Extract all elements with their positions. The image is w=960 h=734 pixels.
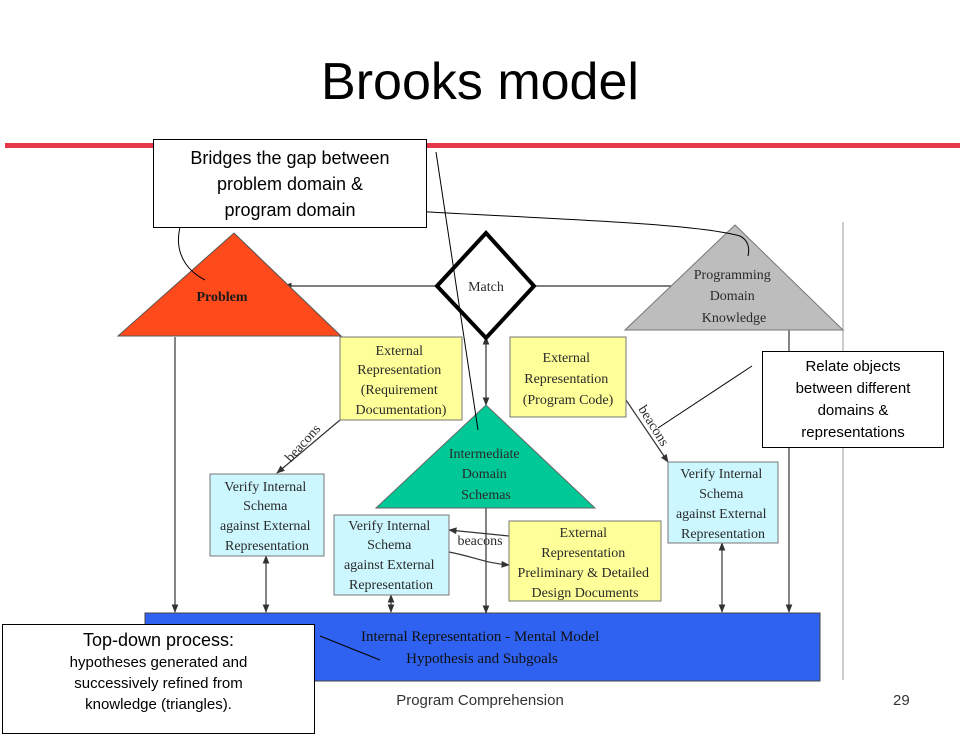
verify-mid-line: Representation (349, 578, 433, 593)
beacons-label-right: beacons (635, 403, 672, 449)
ext-design-line: Representation (541, 546, 625, 561)
footer-text: Program Comprehension (396, 692, 564, 709)
callout-bridges-line: problem domain & (216, 174, 364, 194)
ext-requirement-line: External (376, 344, 424, 359)
svg-text:External Representation: External Representation (Program Code) (523, 351, 614, 408)
svg-text:External Representation: External Representation Preliminary & De… (518, 526, 653, 601)
callout-topdown-heading: Top-down process: (82, 630, 235, 650)
verify-left-line: Schema (243, 499, 288, 514)
intermediate-line: Intermediate (449, 447, 520, 462)
programming-domain-line: Programming (694, 268, 771, 283)
ext-design-box (508, 520, 662, 602)
ext-code-line: (Program Code) (523, 393, 614, 408)
callout-relate-line: domains & (817, 402, 889, 419)
callout-relate-line: Relate objects (805, 358, 901, 375)
page-number: 29 (893, 692, 910, 709)
verify-left-box (209, 473, 325, 557)
verify-right-line: Schema (699, 487, 744, 502)
svg-text:Verify Internal Schema: Verify Internal Schema against External … (220, 480, 314, 554)
callout-relate-objects: Relate objects between different domains… (762, 351, 944, 448)
callout-topdown-line: knowledge (triangles). (85, 696, 232, 713)
ext-requirement-line: Representation (357, 363, 441, 378)
svg-text:External Representation: External Representation (Requirement Doc… (356, 344, 447, 418)
callout-top-down: Top-down process: hypotheses generated a… (2, 624, 315, 734)
intermediate-line: Schemas (461, 488, 511, 503)
slide-title: Brooks model (321, 53, 639, 111)
callout-topdown-line: successively refined from (74, 675, 243, 692)
problem-triangle (116, 232, 343, 337)
callout-leaders (177, 151, 753, 661)
verify-mid-line: Verify Internal (348, 519, 430, 534)
callout-relate-line: representations (801, 424, 905, 441)
svg-text:Verify Internal Schema: Verify Internal Schema against External … (676, 467, 770, 542)
ext-design-line: Design Documents (532, 586, 639, 601)
callout-bridges-gap: Bridges the gap between problem domain &… (153, 139, 427, 228)
svg-text:Verify Internal Schema: Verify Internal Schema against External … (344, 519, 438, 593)
intermediate-triangle (374, 404, 597, 509)
verify-mid-line: against External (344, 558, 435, 573)
verify-left-line: Representation (225, 539, 309, 554)
verify-mid-box (333, 514, 450, 596)
programming-domain-triangle (623, 224, 845, 331)
programming-domain-line: Knowledge (702, 311, 767, 326)
callout-topdown-line: hypotheses generated and (69, 654, 248, 671)
ext-code-line: External (543, 351, 591, 366)
mental-model-line: Internal Representation - Mental Model (361, 629, 599, 645)
problem-label: Problem (196, 290, 247, 305)
intermediate-line: Domain (462, 467, 507, 482)
verify-left-line: against External (220, 519, 311, 534)
ext-requirement-line: (Requirement (361, 383, 438, 398)
verify-mid-line: Schema (367, 538, 412, 553)
callout-bridges-line: Bridges the gap between (190, 148, 390, 168)
verify-left-line: Verify Internal (224, 480, 306, 495)
title-rule (5, 143, 960, 148)
callout-bridges-line: program domain (224, 200, 356, 220)
svg-text:Intermediate Domain Sc: Intermediate Domain Schemas (449, 447, 523, 503)
programming-domain-line: Domain (710, 289, 755, 304)
verify-right-line: against External (676, 507, 767, 522)
match-label: Match (468, 280, 504, 295)
mental-model-line: Hypothesis and Subgoals (406, 651, 558, 667)
ext-code-box (509, 336, 627, 418)
verify-right-line: Verify Internal (680, 467, 762, 482)
ext-requirement-line: Documentation) (356, 403, 447, 418)
ext-design-line: External (560, 526, 608, 541)
connector-arrows (171, 282, 793, 614)
ext-code-line: Representation (524, 372, 608, 387)
ext-requirement-box (339, 336, 463, 421)
verify-right-line: Representation (681, 527, 765, 542)
svg-text:Programming Domain Kno: Programming Domain Knowledge (694, 268, 775, 326)
callout-relate-line: between different (795, 380, 911, 397)
beacons-label-mid: beacons (457, 534, 502, 549)
ext-design-line: Preliminary & Detailed (518, 566, 649, 581)
callout-topdown-body: hypotheses generated and successively re… (3, 652, 314, 715)
svg-text:Internal Representation - Ment: Internal Representation - Mental Model H… (361, 629, 603, 667)
verify-right-box (667, 461, 779, 544)
beacons-label-left: beacons (283, 422, 324, 466)
